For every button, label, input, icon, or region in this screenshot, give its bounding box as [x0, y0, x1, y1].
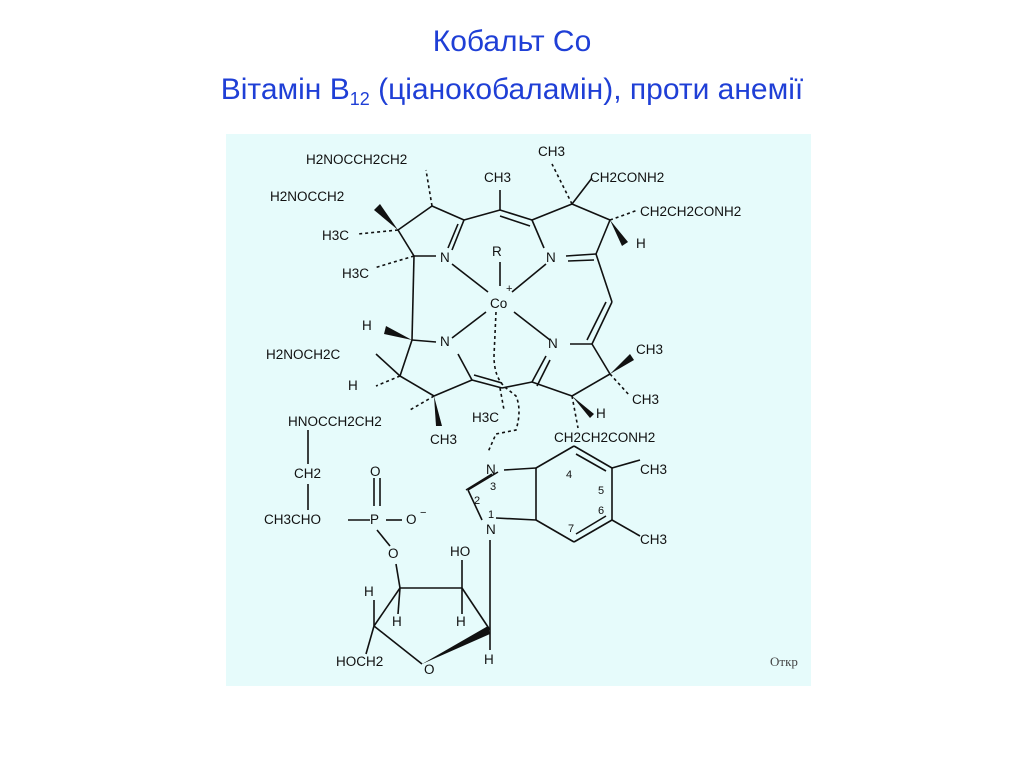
label-h2noccH2ch2: H2NOCCH2CH2 — [306, 152, 407, 167]
label-n-upper-right: N — [546, 250, 556, 265]
corrin-bonds — [397, 190, 613, 397]
label-num-1: 1 — [488, 509, 494, 521]
label-ch2ch2conh2-right: CH2CH2CONH2 — [640, 204, 741, 219]
label-num-3: 3 — [490, 481, 496, 493]
co-dmb-loop — [487, 311, 520, 453]
source-caption-fragment: Откр — [770, 654, 798, 669]
label-h2noch2c: H2NOCH2C — [266, 347, 341, 362]
atom-labels: H2NOCCH2CH2 H2NOCCH2 H3C H3C CH3 CH3 CH2… — [264, 144, 798, 677]
label-ch2: CH2 — [294, 466, 321, 481]
label-cobalt: Co — [490, 296, 507, 311]
label-minus: − — [420, 507, 426, 519]
label-o-ring: O — [424, 662, 435, 677]
label-num-2: 2 — [474, 495, 480, 507]
label-ch3-bz1: CH3 — [640, 462, 667, 477]
label-num-6: 6 — [598, 505, 604, 517]
label-hoch2: HOCH2 — [336, 654, 383, 669]
label-ch3-r1: CH3 — [636, 342, 663, 357]
subtitle-subscript: 12 — [349, 89, 370, 109]
label-ch2ch2conh2-bottom: CH2CH2CONH2 — [554, 430, 655, 445]
label-n-upper-left: N — [440, 250, 450, 265]
label-plus: + — [506, 283, 512, 295]
label-h-lower: H — [596, 406, 606, 421]
label-o-top: O — [370, 464, 381, 479]
label-num-4: 4 — [566, 469, 572, 481]
subtitle-suffix: (ціанокобаламін), проти анемії — [369, 73, 804, 106]
label-o-sugar: O — [388, 546, 399, 561]
label-ch3-bottom: CH3 — [430, 432, 457, 447]
label-ch3-r2: CH3 — [632, 392, 659, 407]
label-h3c-center: H3C — [472, 410, 499, 425]
label-h-left2: H — [348, 378, 358, 393]
label-n1: N — [486, 522, 496, 537]
label-phosphorus: P — [370, 512, 379, 527]
nucleotide-chain-bonds — [307, 430, 491, 665]
label-ch3-bz2: CH3 — [640, 532, 667, 547]
label-ho-sugar: HO — [450, 544, 470, 559]
substituent-bonds — [357, 163, 639, 429]
label-hnocch2ch2: HNOCCH2CH2 — [288, 414, 382, 429]
label-n3: N — [486, 462, 496, 477]
label-ch3-top: CH3 — [484, 170, 511, 185]
label-h-sugar-2: H — [392, 614, 402, 629]
structure-panel: H2NOCCH2CH2 H2NOCCH2 H3C H3C CH3 CH3 CH2… — [226, 134, 811, 686]
label-h-sugar-3: H — [456, 614, 466, 629]
label-h-sugar-1: H — [364, 584, 374, 599]
label-n-lower-right: N — [548, 336, 558, 351]
label-h3c-a: H3C — [322, 228, 349, 243]
label-h3c-b: H3C — [342, 266, 369, 281]
label-r-ligand: R — [492, 244, 502, 259]
benzimidazole-bonds — [465, 445, 641, 543]
label-n-lower-left: N — [440, 334, 450, 349]
label-h2nocch2: H2NOCCH2 — [270, 189, 344, 204]
vitamin-b12-structure: H2NOCCH2CH2 H2NOCCH2 H3C H3C CH3 CH3 CH2… — [264, 144, 798, 677]
slide-title: Кобальт Co — [432, 25, 592, 58]
label-h-right: H — [636, 236, 646, 251]
label-num-5: 5 — [598, 485, 604, 497]
label-ch3-topright: CH3 — [538, 144, 565, 159]
label-h-left: H — [362, 318, 372, 333]
label-ch3cho: CH3CHO — [264, 512, 321, 527]
slide-subtitle: Вітамін B12 (ціанокобаламін), проти анем… — [0, 72, 1024, 108]
label-ch2conh2-top: CH2CONH2 — [590, 170, 664, 185]
label-num-7: 7 — [568, 523, 574, 535]
label-o-minus: O — [406, 512, 417, 527]
subtitle-prefix: Вітамін B — [220, 73, 350, 106]
label-h-sugar-4: H — [484, 652, 494, 667]
